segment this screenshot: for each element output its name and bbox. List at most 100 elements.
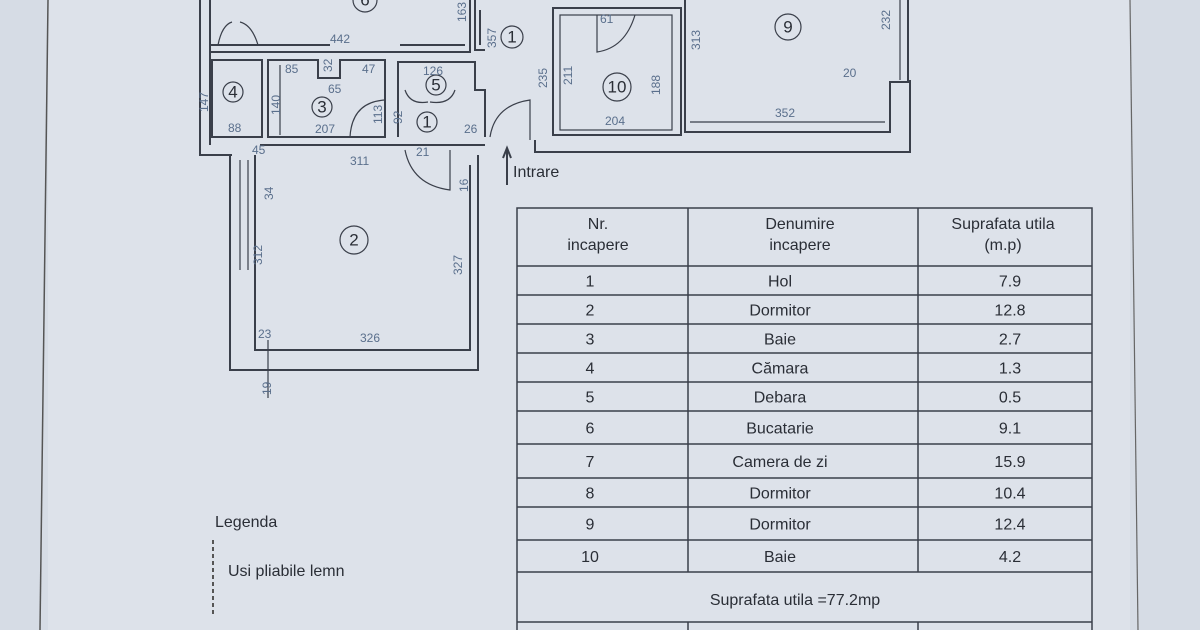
cell-name: Cămara: [752, 361, 809, 378]
svg-text:21: 21: [416, 145, 430, 159]
floor-plan: 6 1 4 3 5 1 10 9 2 442 163 357 85 32 47 …: [197, 0, 911, 398]
svg-text:26: 26: [464, 122, 478, 136]
cell-area: 10.4: [994, 486, 1025, 503]
cell-name: Camera de zi: [732, 454, 827, 471]
svg-text:16: 16: [457, 178, 471, 192]
svg-text:147: 147: [197, 92, 211, 112]
cell-area: 15.9: [994, 454, 1025, 471]
svg-text:311: 311: [350, 154, 369, 168]
cell-area: 1.3: [999, 361, 1021, 378]
svg-text:3: 3: [317, 98, 326, 117]
svg-text:6: 6: [360, 0, 369, 10]
svg-text:85: 85: [285, 62, 299, 76]
svg-text:163: 163: [455, 2, 469, 22]
table-row: 1 Hol 7.9: [586, 274, 1022, 291]
cell-area: 0.5: [999, 390, 1021, 407]
cell-nr: 3: [586, 332, 595, 349]
cell-name: Baie: [764, 332, 796, 349]
cell-name: Bucatarie: [746, 421, 814, 438]
svg-text:2: 2: [349, 231, 358, 250]
svg-text:352: 352: [775, 106, 795, 120]
svg-text:Suprafata utila: Suprafata utila: [951, 216, 1054, 233]
room-label: 9: [774, 13, 802, 41]
table-row: 6 Bucatarie 9.1: [586, 421, 1022, 438]
room-label: 10: [602, 72, 632, 102]
svg-text:442: 442: [330, 32, 350, 46]
dimension-labels: 442 163 357 85 32 47 65 126 140 147 88 2…: [197, 2, 893, 395]
cell-nr: 6: [586, 421, 595, 438]
svg-text:4: 4: [228, 83, 237, 102]
table-header: Nr. incapere Denumire incapere Suprafata…: [567, 216, 1054, 254]
cell-name: Dormitor: [749, 303, 811, 320]
cell-name: Dormitor: [749, 486, 811, 503]
svg-text:88: 88: [228, 121, 242, 135]
svg-text:incapere: incapere: [769, 237, 830, 254]
cell-area: 2.7: [999, 332, 1021, 349]
svg-text:204: 204: [605, 114, 625, 128]
rooms-table: Nr. incapere Denumire incapere Suprafata…: [516, 207, 1093, 630]
svg-text:23: 23: [258, 327, 272, 341]
svg-text:188: 188: [649, 75, 663, 95]
room-label: 3: [311, 96, 333, 118]
table-row: 5 Debara 0.5: [586, 390, 1022, 407]
cell-area: 7.9: [999, 274, 1021, 291]
svg-text:312: 312: [251, 245, 265, 265]
svg-text:45: 45: [252, 143, 266, 157]
cell-nr: 9: [586, 517, 595, 534]
room-label: 5: [425, 74, 447, 96]
legend-title: Legenda: [215, 514, 277, 531]
svg-text:92: 92: [391, 110, 405, 124]
svg-text:327: 327: [451, 255, 465, 275]
svg-text:10: 10: [608, 78, 627, 97]
svg-text:232: 232: [879, 10, 893, 30]
cell-nr: 5: [586, 390, 595, 407]
entrance-label: Intrare: [513, 164, 559, 181]
cell-nr: 4: [586, 361, 595, 378]
cell-area: 9.1: [999, 421, 1021, 438]
svg-text:47: 47: [362, 62, 376, 76]
svg-text:Denumire: Denumire: [765, 216, 834, 233]
room-label: 1: [416, 111, 438, 133]
cell-nr: 2: [586, 303, 595, 320]
svg-text:326: 326: [360, 331, 380, 345]
svg-text:357: 357: [485, 28, 499, 48]
svg-text:313: 313: [689, 30, 703, 50]
svg-text:19: 19: [260, 381, 274, 395]
room-label: 2: [339, 225, 369, 255]
svg-text:Nr.: Nr.: [588, 216, 608, 233]
table-row: 8 Dormitor 10.4: [586, 486, 1026, 503]
svg-text:126: 126: [423, 64, 443, 78]
table-row: 3 Baie 2.7: [586, 332, 1022, 349]
cell-name: Hol: [768, 274, 792, 291]
table-row: 4 Cămara 1.3: [586, 361, 1022, 378]
svg-text:61: 61: [600, 12, 614, 26]
svg-text:5: 5: [431, 76, 440, 95]
table-row: 7 Camera de zi 15.9: [586, 454, 1026, 471]
room-label: 1: [500, 25, 524, 49]
cell-nr: 1: [586, 274, 595, 291]
svg-text:20: 20: [843, 66, 857, 80]
svg-text:235: 235: [536, 68, 550, 88]
svg-text:113: 113: [371, 105, 385, 124]
svg-text:9: 9: [783, 18, 792, 37]
cell-area: 12.4: [994, 517, 1025, 534]
svg-text:1: 1: [507, 28, 516, 47]
legend-item: Usi pliabile lemn: [228, 563, 345, 580]
room-label: 6: [352, 0, 378, 13]
svg-text:65: 65: [328, 82, 342, 96]
svg-text:(m.p): (m.p): [984, 237, 1021, 254]
svg-text:211: 211: [561, 66, 575, 85]
svg-text:32: 32: [321, 58, 335, 72]
room-label: 4: [222, 81, 244, 103]
cell-name: Debara: [754, 390, 807, 407]
cell-nr: 10: [581, 549, 599, 566]
cell-name: Baie: [764, 549, 796, 566]
cell-area: 4.2: [999, 549, 1021, 566]
total-area: Suprafata utila =77.2mp: [710, 592, 880, 609]
cell-nr: 8: [586, 486, 595, 503]
svg-text:incapere: incapere: [567, 237, 628, 254]
svg-text:1: 1: [422, 113, 431, 132]
cell-nr: 7: [586, 454, 595, 471]
